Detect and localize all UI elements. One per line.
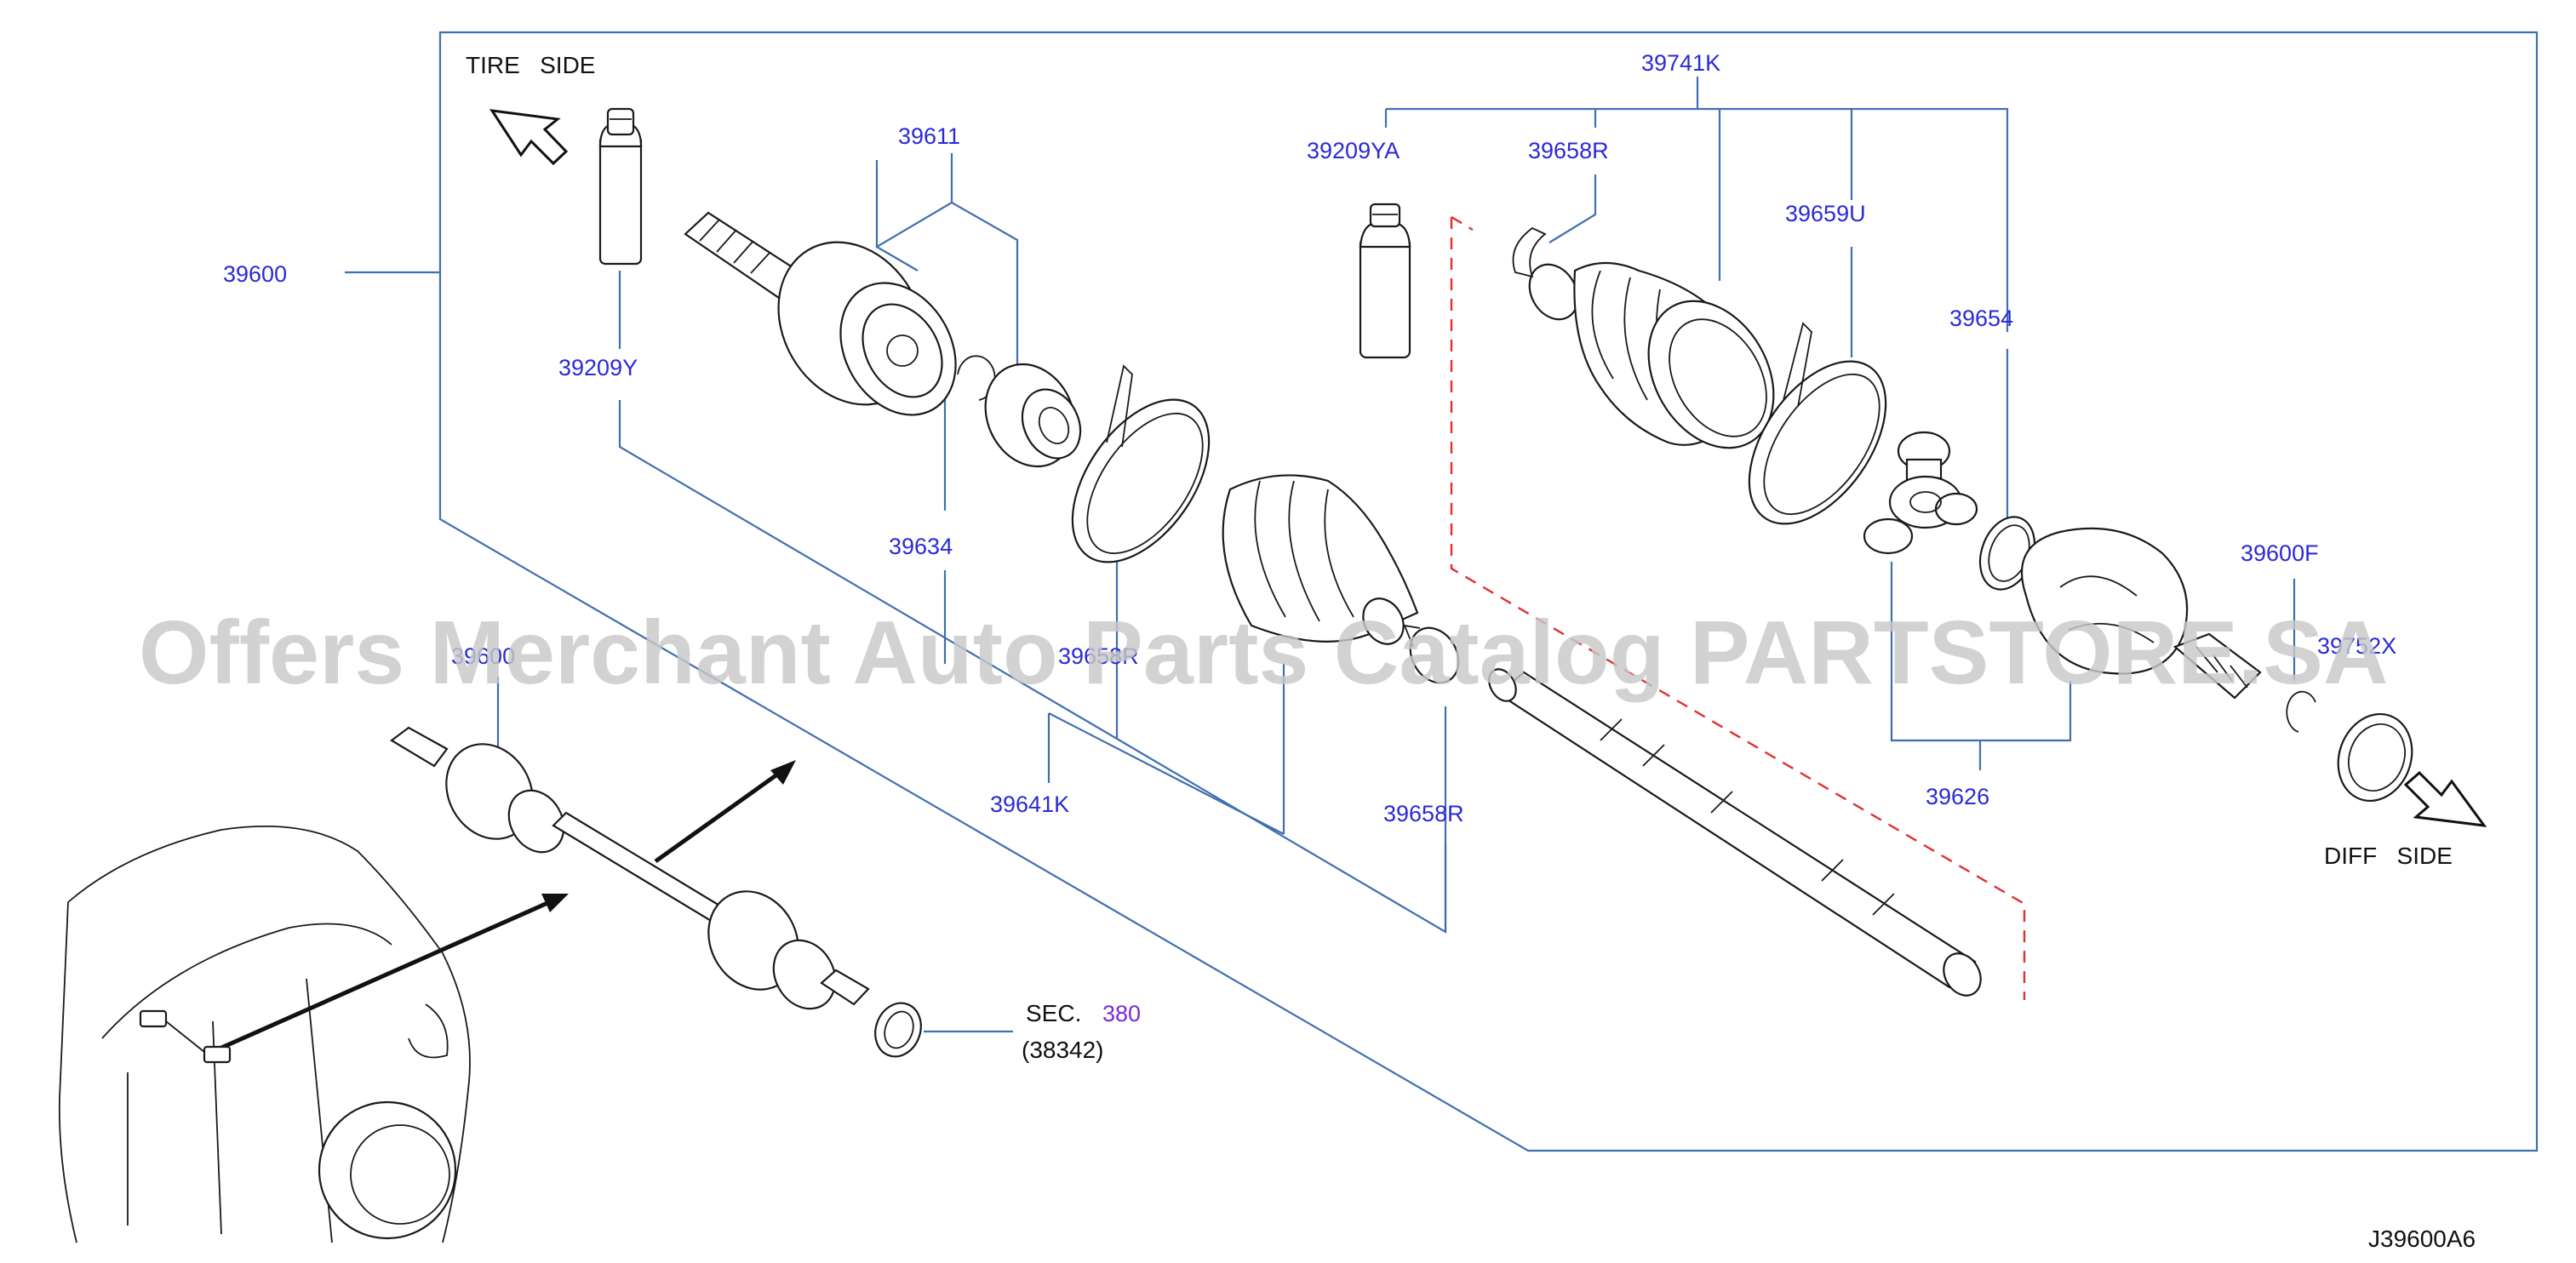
outer-cv-joint — [684, 211, 957, 416]
boot-band-inner-large — [1748, 322, 1887, 525]
spider-assembly — [1863, 431, 1978, 555]
part-number-boot-band-small[interactable]: 39658R — [1383, 801, 1464, 826]
part-number-circlip[interactable]: 39634 — [889, 534, 953, 559]
inner-boot — [1528, 262, 1775, 449]
section-number[interactable]: 380 — [1102, 1001, 1141, 1026]
assembly-frame — [345, 31, 2539, 1152]
shaft-overview-drawing — [390, 726, 922, 1058]
part-number-inner-housing[interactable]: 39600F — [2241, 540, 2319, 566]
boot-band-outer-large — [1071, 364, 1211, 563]
grease-tube-tire-side — [598, 107, 643, 266]
part-number-dust-seal[interactable]: 39752X — [2317, 633, 2396, 659]
shaft-assembly-dashed-outline — [1450, 217, 2026, 1000]
diff-side-label: DIFF SIDE — [2324, 843, 2453, 869]
leader-lines — [496, 77, 2296, 1033]
circlip-diff-icon — [2286, 690, 2316, 733]
dust-seal — [2337, 712, 2413, 803]
part-number-boot-band-diff[interactable]: 39658R — [1528, 138, 1609, 163]
part-number-snap-ring[interactable]: 39654 — [1949, 306, 2013, 331]
inner-tripod-housing — [2020, 527, 2262, 700]
part-number-boot-kit-inner[interactable]: 39741K — [1641, 50, 1720, 76]
section-prefix: SEC. — [1026, 1000, 1081, 1026]
part-number-grease-diff[interactable]: 39209YA — [1307, 138, 1400, 163]
tire-side-arrow-icon — [489, 109, 569, 166]
tire-side-label: TIRE SIDE — [466, 52, 595, 78]
watermark-text: Offers Merchant Auto Parts Catalog PARTS… — [139, 603, 2389, 703]
part-number-outer-joint[interactable]: 39611 — [898, 123, 960, 149]
part-number-spider[interactable]: 39626 — [1926, 784, 1989, 809]
section-reference[interactable]: SEC. 380 (38342) — [1022, 1000, 1141, 1063]
part-number-boot-band-inner[interactable]: 39659U — [1785, 201, 1866, 226]
pointer-arrows — [203, 760, 796, 1058]
diagram-code: J39600A6 — [2368, 1226, 2476, 1252]
boot-band-outer-small — [1403, 624, 1460, 684]
outer-boot — [1222, 474, 1419, 645]
vehicle-outline-drawing — [58, 826, 471, 1243]
boot-band-diff-small — [1512, 226, 1547, 278]
part-number-assembly[interactable]: 39600 — [223, 261, 287, 287]
part-number-grease-tire[interactable]: 39209Y — [558, 355, 638, 380]
part-number-boot-band-outer[interactable]: 39658R — [1058, 643, 1139, 669]
part-number-shaft-overview[interactable]: 39600 — [451, 643, 515, 669]
drive-shaft-bar — [1488, 668, 1982, 997]
diff-side-arrow-icon — [2403, 770, 2487, 827]
part-number-boot-kit-outer[interactable]: 39641K — [990, 792, 1069, 817]
cv-inner-race — [984, 363, 1082, 468]
grease-tube-diff-side — [1359, 203, 1411, 359]
section-sub-number: (38342) — [1022, 1037, 1104, 1063]
